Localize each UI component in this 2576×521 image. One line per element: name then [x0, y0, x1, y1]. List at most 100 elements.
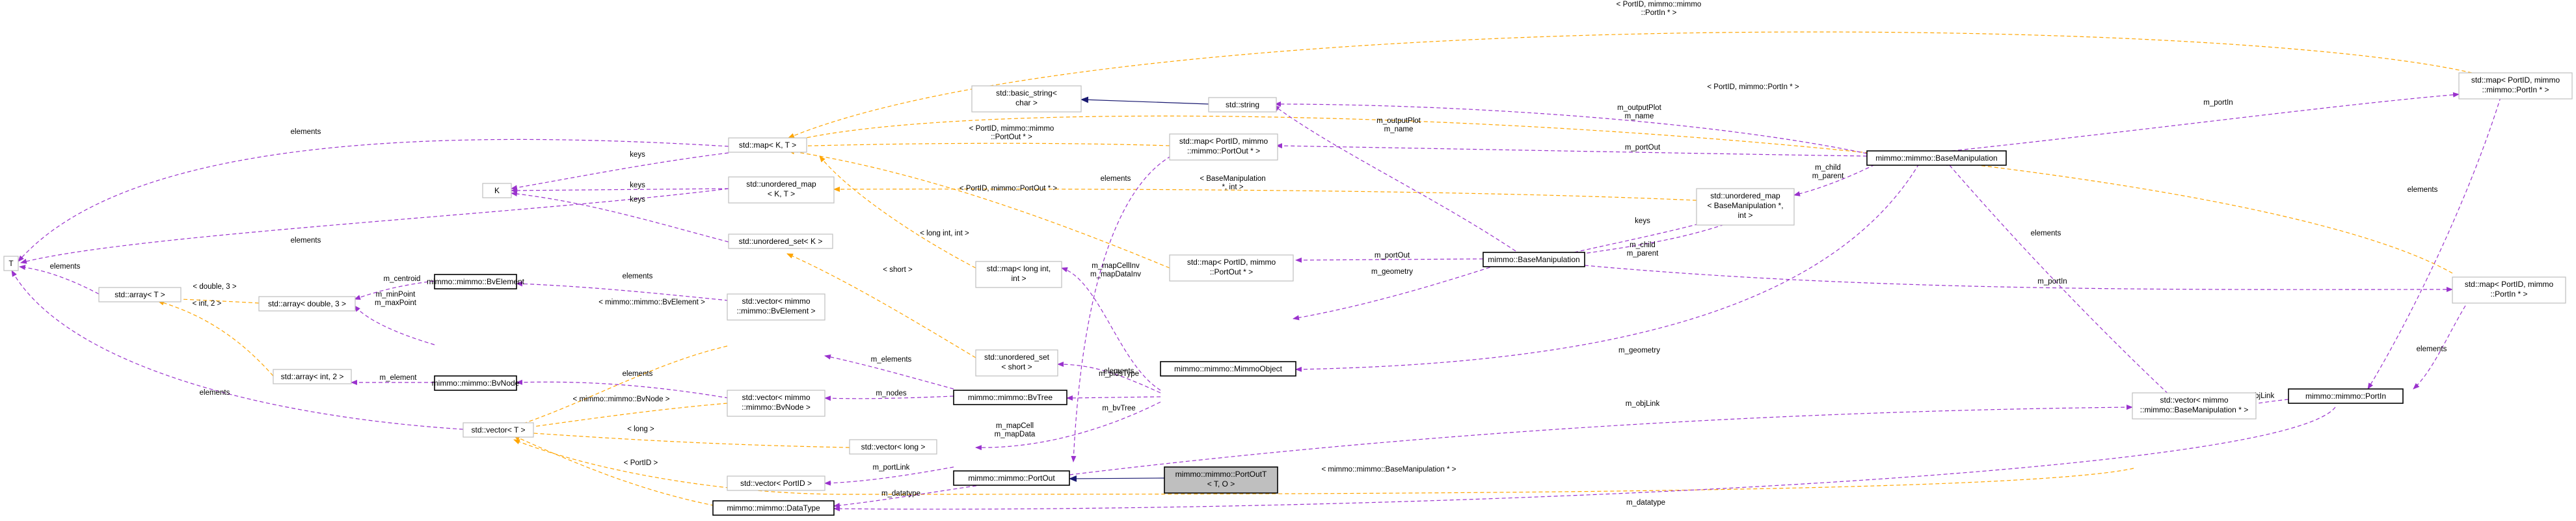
- edge-outputplot-top: [1274, 101, 1868, 154]
- svg-text:std::unordered_map< BaseManipu: std::unordered_map< BaseManipulation *,i…: [1707, 191, 1783, 220]
- node-bvtree[interactable]: mimmo::mimmo::BvTree: [953, 390, 1067, 405]
- svg-text:T: T: [8, 259, 14, 268]
- svg-text:std::vector< PortID >: std::vector< PortID >: [740, 479, 812, 488]
- label-tmpl-portin-2: < PortID, mimmo::PortIn * >: [1707, 83, 1799, 91]
- edge-inherit-portout: [1069, 475, 1165, 482]
- edge-tmpl-portin-2: [788, 115, 2453, 274]
- edge-m-datatype: [833, 474, 1067, 508]
- edge-elements-basemanip: [1944, 159, 2173, 399]
- node-bvnode[interactable]: mimmo::mimmo::BvNode: [432, 375, 520, 391]
- label-portin-mid: m_portIn: [2037, 278, 2067, 286]
- label-bvtree: m_bvTree: [1102, 405, 1135, 412]
- node-map-k-t[interactable]: std::map< K, T >: [728, 137, 807, 153]
- svg-text:std::unordered_map< K, T >: std::unordered_map< K, T >: [746, 180, 816, 198]
- label-keys-bm: keys: [1635, 217, 1650, 225]
- svg-text:std::map< PortID, mimmo::PortO: std::map< PortID, mimmo::PortOut * >: [1187, 258, 1276, 276]
- node-basic-string[interactable]: std::basic_string<char >: [971, 85, 1082, 113]
- edge-tmpl-bm-int: [833, 186, 1697, 201]
- edge-elements-portin2: [2413, 305, 2466, 390]
- node-vector-bvelement[interactable]: std::vector< mimmo::mimmo::BvElement >: [727, 293, 825, 321]
- svg-text:std::unordered_set< short >: std::unordered_set< short >: [984, 353, 1050, 371]
- label-tmpl-bm-int: < BaseManipulation*, int >: [1200, 175, 1265, 191]
- node-map-portid-portin[interactable]: std::map< PortID, mimmo::mimmo::PortIn *…: [2458, 72, 2573, 100]
- label-m-portlink: m_portLink: [873, 464, 910, 472]
- svg-text:mimmo::mimmo::PortIn: mimmo::mimmo::PortIn: [2305, 392, 2386, 401]
- edge-m-elements: [824, 354, 954, 390]
- node-vector-bvnode[interactable]: std::vector< mimmo::mimmo::BvNode >: [727, 390, 825, 417]
- svg-text:mimmo::mimmo::PortOutT< T, O >: mimmo::mimmo::PortOutT< T, O >: [1175, 470, 1267, 488]
- label-elements-map-t: elements: [291, 128, 321, 136]
- node-portout[interactable]: mimmo::mimmo::PortOut: [953, 470, 1070, 486]
- svg-text:std::string: std::string: [1226, 100, 1259, 109]
- node-datatype[interactable]: mimmo::mimmo::DataType: [712, 500, 835, 516]
- node-map-portid-portout[interactable]: std::map< PortID, mimmo::mimmo::PortOut …: [1169, 133, 1278, 161]
- node-vector-basemanipulation[interactable]: std::vector< mimmo::mimmo::BaseManipulat…: [2132, 392, 2257, 420]
- node-mimmoobject[interactable]: mimmo::mimmo::MimmoObject: [1160, 361, 1296, 377]
- node-portin[interactable]: mimmo::mimmo::PortIn: [2288, 388, 2404, 404]
- svg-text:mimmo::mimmo::BvElement: mimmo::mimmo::BvElement: [427, 277, 525, 286]
- svg-text:std::basic_string<char >: std::basic_string<char >: [996, 88, 1057, 107]
- label-portin-top: m_portIn: [2203, 99, 2233, 107]
- node-array-t[interactable]: std::array< T >: [98, 287, 181, 302]
- node-basemanipulation-top[interactable]: mimmo::mimmo::BaseManipulation: [1866, 150, 2007, 166]
- edge-tmpl-basemanip: [513, 439, 2134, 495]
- node-t[interactable]: T: [3, 256, 19, 271]
- node-unordered-map-k-t[interactable]: std::unordered_map< K, T >: [728, 176, 835, 204]
- node-unordered-set-short[interactable]: std::unordered_set< short >: [975, 349, 1058, 377]
- label-elements-basemanip: elements: [2031, 230, 2061, 237]
- edge-tmpl-long-int: [819, 155, 976, 269]
- node-unordered-map-basemanip[interactable]: std::unordered_map< BaseManipulation *,i…: [1696, 188, 1795, 226]
- svg-text:std::array< T >: std::array< T >: [114, 290, 165, 299]
- svg-text:std::map< PortID, mimmo::mimmo: std::map< PortID, mimmo::mimmo::PortIn *…: [2471, 75, 2560, 94]
- svg-text:mimmo::mimmo::DataType: mimmo::mimmo::DataType: [727, 503, 820, 513]
- label-m-elements: m_elements: [871, 356, 912, 364]
- node-bvelement[interactable]: mimmo::mimmo::BvElement: [427, 274, 525, 289]
- svg-text:mimmo::mimmo::MimmoObject: mimmo::mimmo::MimmoObject: [1174, 364, 1283, 373]
- edge-tmpl-portid: [513, 435, 728, 509]
- node-string[interactable]: std::string: [1208, 97, 1277, 113]
- node-portout-t[interactable]: mimmo::mimmo::PortOutT< T, O >: [1164, 466, 1278, 494]
- node-unordered-set-k[interactable]: std::unordered_set< K >: [728, 234, 833, 249]
- edge-umap-elements-t: [20, 188, 729, 264]
- node-map-portid-portin-2[interactable]: std::map< PortID, mimmo::PortIn * >: [2452, 276, 2566, 304]
- edge-mapcellinv: [1061, 267, 1161, 391]
- svg-text:K: K: [494, 186, 500, 195]
- node-vector-portid[interactable]: std::vector< PortID >: [727, 475, 825, 491]
- edge-objlink-top: [1069, 405, 2133, 475]
- node-array-int-2[interactable]: std::array< int, 2 >: [273, 369, 352, 384]
- svg-text:std::map< K, T >: std::map< K, T >: [739, 140, 796, 150]
- edge-tmpl-int2: [157, 300, 274, 377]
- label-keys-umap: keys: [630, 181, 645, 189]
- label-elements-vector-t: elements: [200, 389, 230, 397]
- edge-datatype-portin: [833, 407, 2336, 512]
- edge-centroid: [354, 280, 435, 300]
- edge-vector-elements-t: [11, 270, 464, 430]
- label-elements-portin: elements: [2408, 186, 2438, 194]
- edge-tmpl-portin-top: [788, 31, 2473, 139]
- edge-arrayt-elements-t: [19, 265, 100, 295]
- edge-outputplot-mid: [1273, 105, 1516, 252]
- edge-umap-keys-k: [511, 187, 729, 193]
- label-tmpl-portid: < PortID >: [624, 459, 658, 467]
- label-tmpl-double3: < double, 3 >: [193, 283, 236, 291]
- node-array-double-3[interactable]: std::array< double, 3 >: [258, 296, 356, 312]
- svg-text:std::array< int, 2 >: std::array< int, 2 >: [281, 372, 344, 381]
- svg-text:std::vector< T >: std::vector< T >: [472, 425, 526, 434]
- edge-elements-portout: [1071, 155, 1172, 462]
- svg-text:mimmo::mimmo::PortOut: mimmo::mimmo::PortOut: [968, 474, 1055, 483]
- node-map-long-int[interactable]: std::map< long int,int >: [975, 261, 1062, 288]
- node-vector-t[interactable]: std::vector< T >: [463, 422, 534, 438]
- svg-text:std::vector< long >: std::vector< long >: [861, 442, 926, 451]
- svg-text:std::vector< mimmo::mimmo::Bas: std::vector< mimmo::mimmo::BaseManipulat…: [2140, 395, 2248, 414]
- node-k[interactable]: K: [482, 183, 512, 198]
- node-map-portid-portout-2[interactable]: std::map< PortID, mimmo::PortOut * >: [1169, 254, 1294, 282]
- edge-pidstype: [1057, 362, 1161, 394]
- edge-geometry-top: [1295, 163, 1920, 372]
- label-tmpl-long-int: < long int, int >: [920, 230, 969, 237]
- node-vector-long[interactable]: std::vector< long >: [849, 439, 937, 455]
- node-basemanipulation-mid[interactable]: mimmo::BaseManipulation: [1483, 252, 1585, 267]
